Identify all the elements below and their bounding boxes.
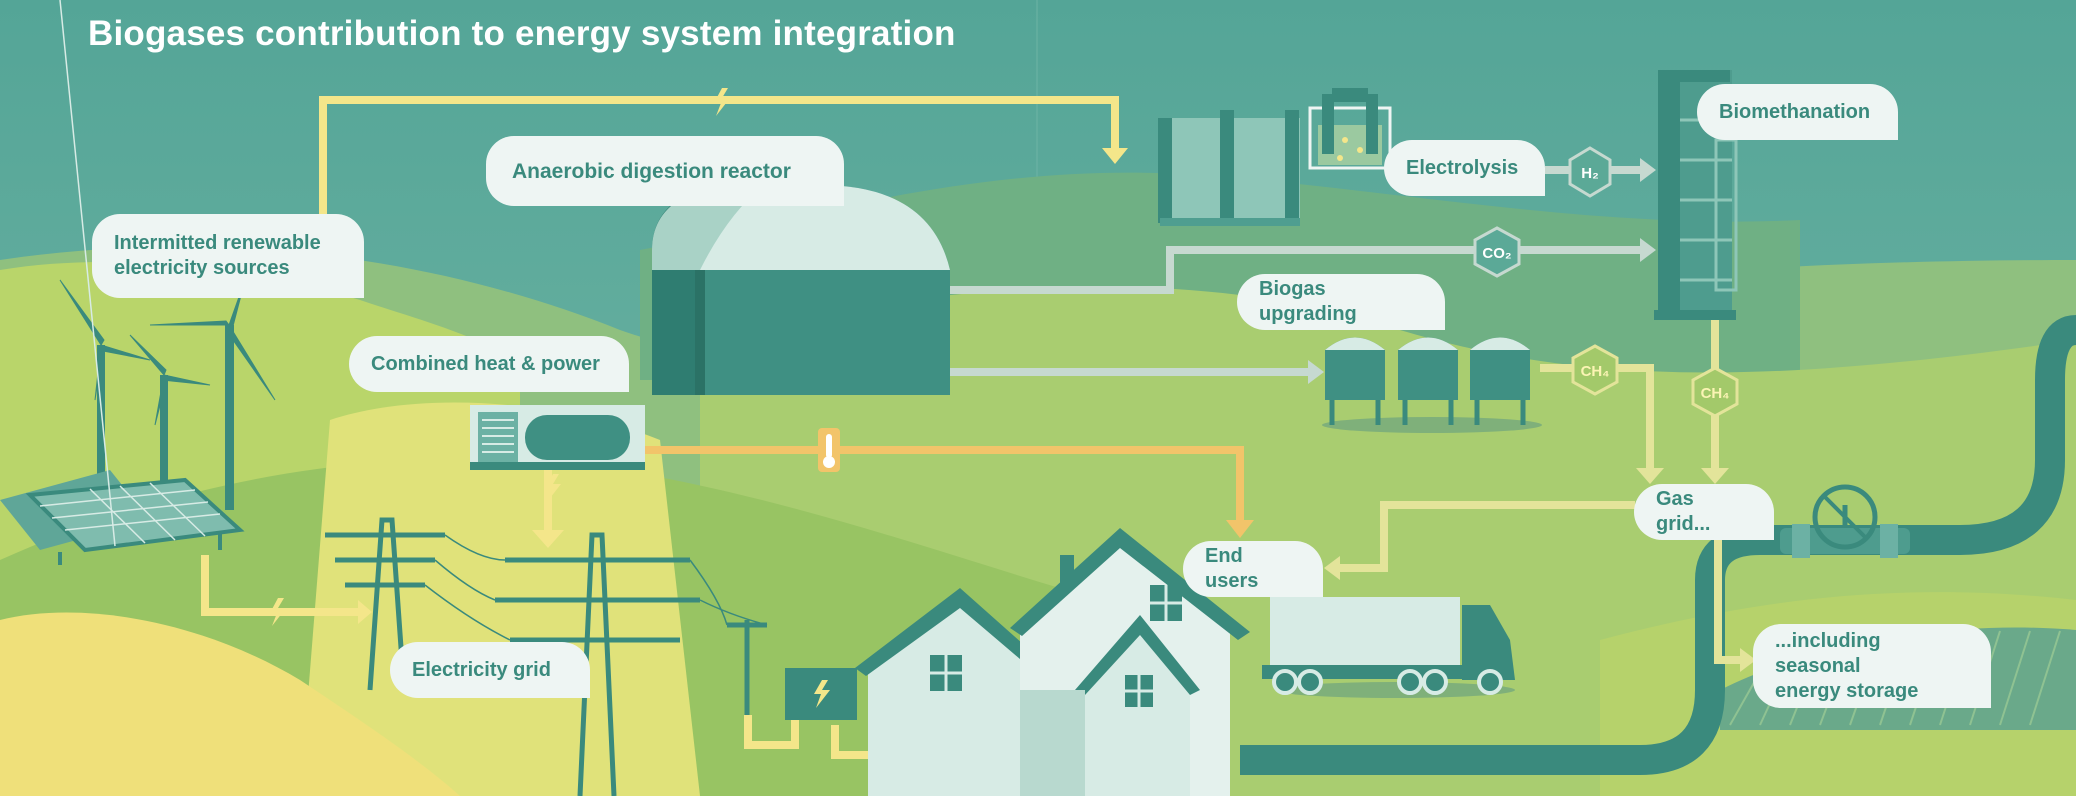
truck-icon [1262,597,1515,698]
gas-pipeline [1240,315,2076,775]
hill-yellow-front [0,612,460,796]
upgrading-tanks [1322,337,1542,433]
heat-flow [645,446,1244,525]
label-biogas-upgrading: Biogas upgrading [1237,274,1445,330]
lightning-icon [270,88,730,626]
page-title: Biogases contribution to energy system i… [88,14,956,53]
svg-text:CH₄: CH₄ [1581,363,1610,380]
label-biomethanation: Biomethanation [1697,84,1898,140]
label-seasonal-storage: ...including seasonal energy storage [1753,624,1991,708]
hex-marker-ch4-upgrading: CH₄ [1571,344,1619,396]
solar-panel-icon [0,0,245,565]
electrolyser [1158,88,1392,226]
wind-turbine-icon [59,279,276,510]
digester-dome [652,180,950,395]
label-gas-grid: Gas grid... [1634,484,1774,540]
svg-text:H₂: H₂ [1581,165,1599,182]
svg-text:CO₂: CO₂ [1482,245,1511,262]
label-reactor: Anaerobic digestion reactor [486,136,844,206]
hex-marker-co2: CO₂ [1473,226,1521,278]
hex-marker-h2: H₂ [1568,146,1612,198]
label-electrolysis: Electrolysis [1384,140,1545,196]
label-electricity-grid: Electricity grid [390,642,590,698]
house-icon [855,528,1250,796]
methane-arrowheads [1324,468,1756,672]
label-chp: Combined heat & power [349,336,629,392]
methane-flows [1340,320,1740,664]
gas-arrowheads [1308,158,1656,384]
label-end-users: End users [1183,541,1323,597]
thermometer-icon [818,428,840,472]
label-renewables: Intermitted renewable electricity source… [92,214,364,298]
valve-icon [1780,484,1910,558]
chp-unit [470,405,645,470]
power-lines [424,534,768,641]
pylon-icon [325,517,767,796]
transformer-box [785,668,857,720]
hex-marker-ch4-biomethanation: CH₄ [1691,366,1739,418]
svg-text:CH₄: CH₄ [1701,385,1730,402]
